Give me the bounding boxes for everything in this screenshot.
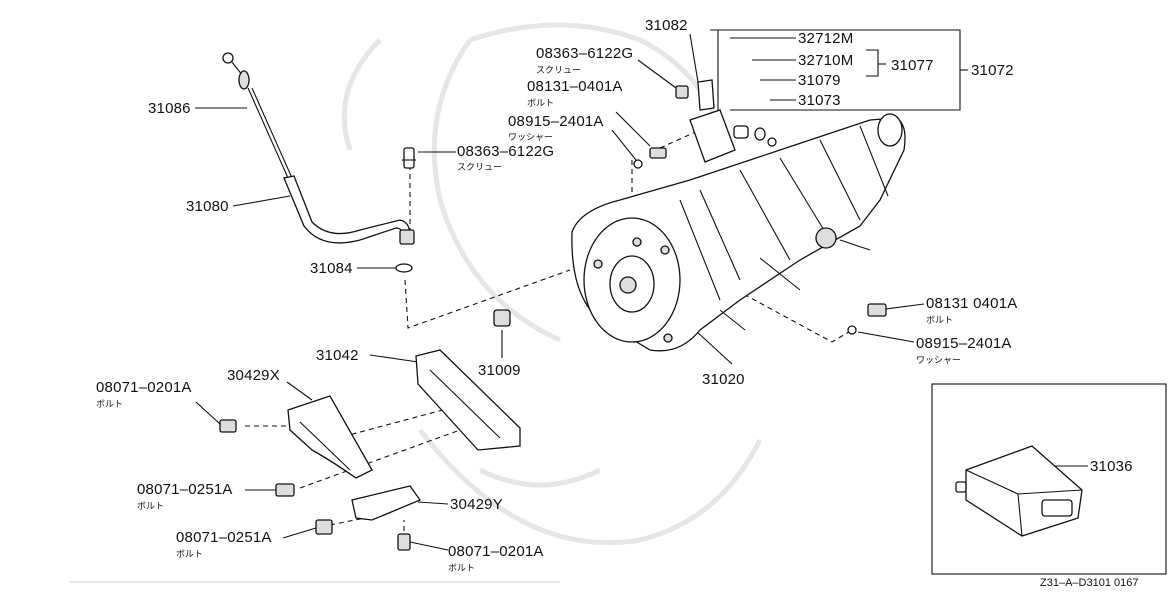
label-08363-top: 08363–6122G [536, 45, 634, 62]
label-31009: 31009 [478, 362, 521, 379]
valve-assembly [689, 79, 777, 163]
bolt-lower-a [219, 419, 237, 433]
bolt-top [649, 147, 667, 159]
sublabel-bolt-a: ボルト [96, 400, 124, 410]
cover-plate [415, 349, 521, 451]
label-31084: 31084 [310, 260, 353, 277]
transmission [571, 113, 906, 352]
bolt-lower-d [397, 533, 411, 551]
label-08915-top: 08915–2401A [508, 113, 604, 130]
screw-top [675, 85, 689, 99]
label-31072: 31072 [971, 62, 1014, 79]
sublabel-bolt-top: ボルト [527, 99, 555, 109]
label-31086: 31086 [148, 100, 191, 117]
label-31082: 31082 [645, 17, 688, 34]
sublabel-washer-right: ワッシャー [916, 356, 962, 366]
bolt-lower-c [315, 519, 333, 535]
sublabel-screw-mid: スクリュー [457, 163, 503, 173]
label-31036: 31036 [1090, 458, 1133, 475]
washer-right [847, 325, 857, 335]
sublabel-screw-top: スクリュー [536, 66, 582, 76]
label-08363-mid: 08363–6122G [457, 143, 555, 160]
dipstick [222, 52, 293, 179]
label-08071-0251-b: 08071–0251A [176, 529, 272, 546]
sublabel-bolt-c: ボルト [176, 550, 204, 560]
label-31020: 31020 [702, 371, 745, 388]
label-31077: 31077 [891, 57, 934, 74]
o-ring [395, 263, 413, 273]
label-31080: 31080 [186, 198, 229, 215]
sublabel-bolt-d: ボルト [448, 564, 476, 574]
bracket-30429y [351, 485, 422, 521]
label-08071-0201-b: 08071–0201A [448, 543, 544, 560]
label-30429y: 30429Y [450, 496, 503, 513]
sublabel-bolt-b: ボルト [137, 502, 165, 512]
sublabel-bolt-right: ボルト [926, 316, 954, 326]
bolt-lower-b [275, 483, 295, 497]
sublabel-washer-top: ワッシャー [508, 133, 554, 143]
filler-tube [283, 147, 416, 245]
label-32710m: 32710M [798, 52, 854, 69]
label-08131-top: 08131–0401A [527, 78, 623, 95]
drain-plug [493, 309, 511, 327]
label-08071-0251-a: 08071–0251A [137, 481, 233, 498]
washer-top [633, 159, 643, 169]
label-08131-right: 08131 0401A [926, 295, 1018, 312]
label-32712m: 32712M [798, 30, 854, 47]
bolt-right [867, 303, 887, 317]
label-31073: 31073 [798, 92, 841, 109]
label-08071-0201-a: 08071–0201A [96, 379, 192, 396]
diagram-code: Z31–A–D3101 0167 [1040, 577, 1139, 589]
label-31079: 31079 [798, 72, 841, 89]
label-30429x: 30429X [227, 367, 280, 384]
inset-frame [931, 383, 1167, 575]
control-unit [955, 445, 1083, 537]
leader-lines [195, 29, 1088, 551]
label-31042: 31042 [316, 347, 359, 364]
bracket-30429x [287, 395, 373, 479]
label-08915-right: 08915–2401A [916, 335, 1012, 352]
